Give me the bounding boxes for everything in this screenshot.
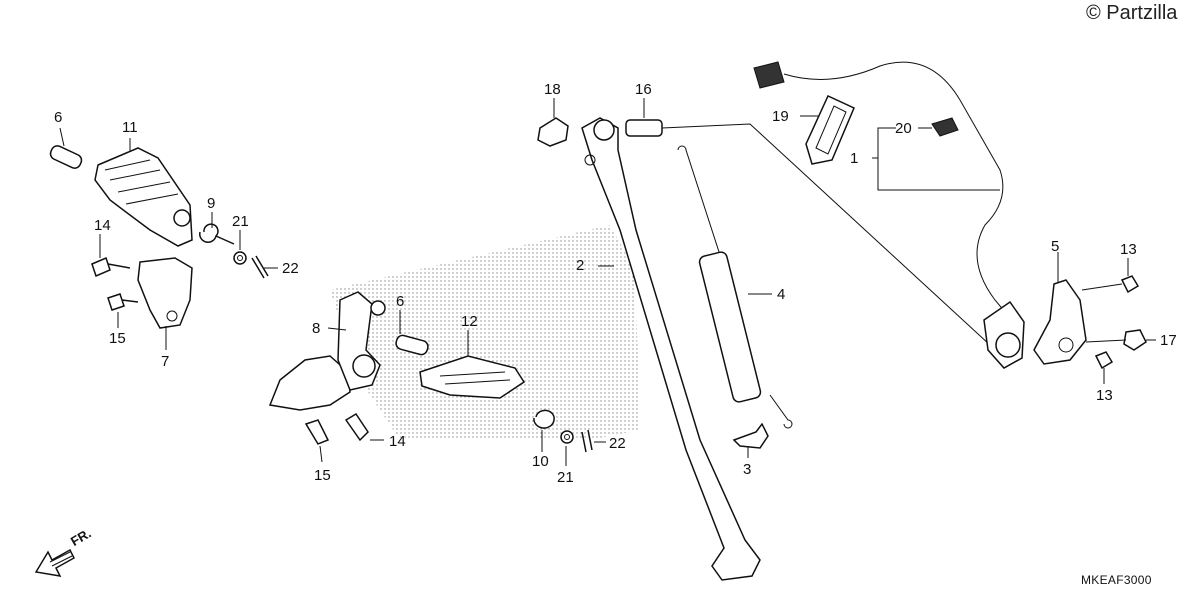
callout-14-right: 14 [389, 433, 406, 450]
callout-6-left: 6 [54, 109, 63, 126]
callout-19: 19 [772, 108, 789, 125]
callout-22-left: 22 [282, 260, 299, 277]
side-stand-2 [581, 117, 761, 581]
cotter-pin-22-left [251, 255, 269, 279]
washer-21-left [233, 251, 247, 265]
callout-16: 16 [635, 81, 652, 98]
bolt-13-top [1120, 275, 1140, 294]
pin-6-left [49, 145, 83, 169]
callout-3: 3 [743, 461, 752, 478]
callout-21-left: 21 [232, 213, 249, 230]
stand-hook-line [677, 145, 721, 256]
copyright-text: © Partzilla [1086, 2, 1178, 24]
callout-10: 10 [532, 453, 549, 470]
washer-21-right [560, 430, 574, 444]
spring-4 [698, 251, 762, 403]
bolt-16-guide [661, 123, 991, 346]
callout-18: 18 [544, 81, 561, 98]
right-footpeg-group [268, 291, 593, 453]
callout-1: 1 [850, 150, 859, 167]
callout-5: 5 [1051, 238, 1060, 255]
bolt-14-right [344, 412, 369, 442]
switch-wire [783, 61, 1006, 313]
footpeg-12 [419, 355, 526, 399]
bracket-7 [137, 257, 193, 329]
frame-shading [330, 225, 640, 440]
callout-13-top: 13 [1120, 241, 1137, 258]
nut-18 [537, 117, 569, 147]
clip-20 [931, 117, 959, 137]
callout-14-left: 14 [94, 217, 111, 234]
bolt-14-left [91, 256, 131, 278]
nut-17 [1123, 329, 1147, 351]
footpeg-11-pivot [173, 209, 191, 227]
callout-15-left: 15 [109, 330, 126, 347]
bolt-15-left [107, 293, 139, 311]
bracket-8 [268, 355, 351, 411]
bolt-16 [625, 119, 663, 137]
footpeg-11 [94, 147, 193, 247]
callout-4: 4 [777, 286, 786, 303]
plate-5 [1033, 279, 1087, 365]
callout-7: 7 [161, 353, 170, 370]
left-footpeg-group [49, 145, 269, 329]
callout-9: 9 [207, 195, 216, 212]
callout-21-right: 21 [557, 469, 574, 486]
spring-9 [199, 223, 235, 245]
side-stand-switch-group [753, 61, 1147, 370]
callout-20: 20 [895, 120, 912, 137]
callout-17: 17 [1160, 332, 1177, 349]
callout-12: 12 [461, 313, 478, 330]
leader-lines [59, 98, 1156, 466]
callout-2: 2 [576, 257, 585, 274]
callout-15-right: 15 [314, 467, 331, 484]
cotter-pin-22-right [581, 429, 593, 453]
spring-10 [533, 409, 555, 429]
bolt-15-right [304, 419, 330, 445]
bolt-13-bottom [1094, 351, 1114, 370]
front-arrow-icon [34, 548, 75, 577]
callout-11: 11 [122, 119, 138, 136]
connector [753, 61, 785, 89]
callout-22-right: 22 [609, 435, 626, 452]
callout-8: 8 [312, 320, 321, 337]
callout-13-bottom: 13 [1096, 387, 1113, 404]
clamp-19 [805, 95, 855, 165]
callout-6-right: 6 [396, 293, 405, 310]
side-stand-group [537, 117, 991, 581]
drawing-code: MKEAF3000 [1081, 573, 1152, 587]
pin-3 [732, 422, 769, 449]
pin-6-right [395, 334, 429, 356]
